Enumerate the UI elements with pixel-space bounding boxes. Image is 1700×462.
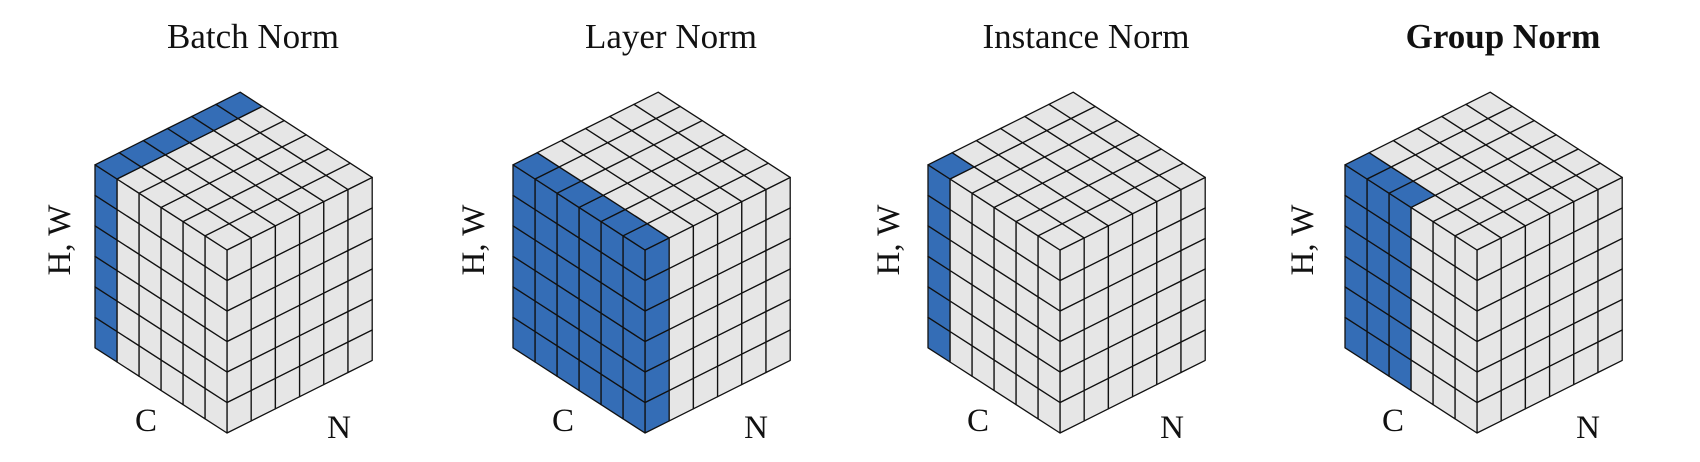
axis-label-c: C	[552, 403, 574, 439]
cube-cell-top	[633, 91, 681, 120]
panel-title: Instance Norm	[982, 17, 1189, 56]
cube-cell-top	[1048, 91, 1096, 120]
cube-instance-norm	[927, 91, 1206, 434]
cube-layer-norm	[512, 91, 791, 434]
panel-batch-norm: Batch Norm H, W C N	[42, 17, 373, 446]
cube-batch-norm	[94, 91, 373, 434]
axis-label-hw: H, W	[871, 204, 907, 276]
axis-label-n: N	[744, 410, 768, 446]
axis-label-c: C	[1382, 403, 1404, 439]
panel-title: Batch Norm	[167, 17, 339, 56]
axis-label-c: C	[135, 403, 157, 439]
cube-cell-top	[1465, 91, 1513, 120]
axis-label-n: N	[1160, 410, 1184, 446]
panel-title: Group Norm	[1406, 17, 1601, 56]
panel-instance-norm: Instance Norm H, W C N	[871, 17, 1206, 446]
axis-label-c: C	[967, 403, 989, 439]
cube-group-norm	[1344, 91, 1623, 434]
panel-layer-norm: Layer Norm H, W C N	[456, 17, 791, 446]
cube-cell-top	[215, 91, 263, 120]
axis-label-hw: H, W	[1285, 204, 1321, 276]
panel-group-norm: Group Norm H, W C N	[1285, 17, 1623, 446]
panel-title: Layer Norm	[585, 17, 757, 56]
axis-label-hw: H, W	[456, 204, 492, 276]
axis-label-n: N	[1576, 410, 1600, 446]
axis-label-n: N	[327, 410, 351, 446]
axis-label-hw: H, W	[42, 204, 78, 276]
